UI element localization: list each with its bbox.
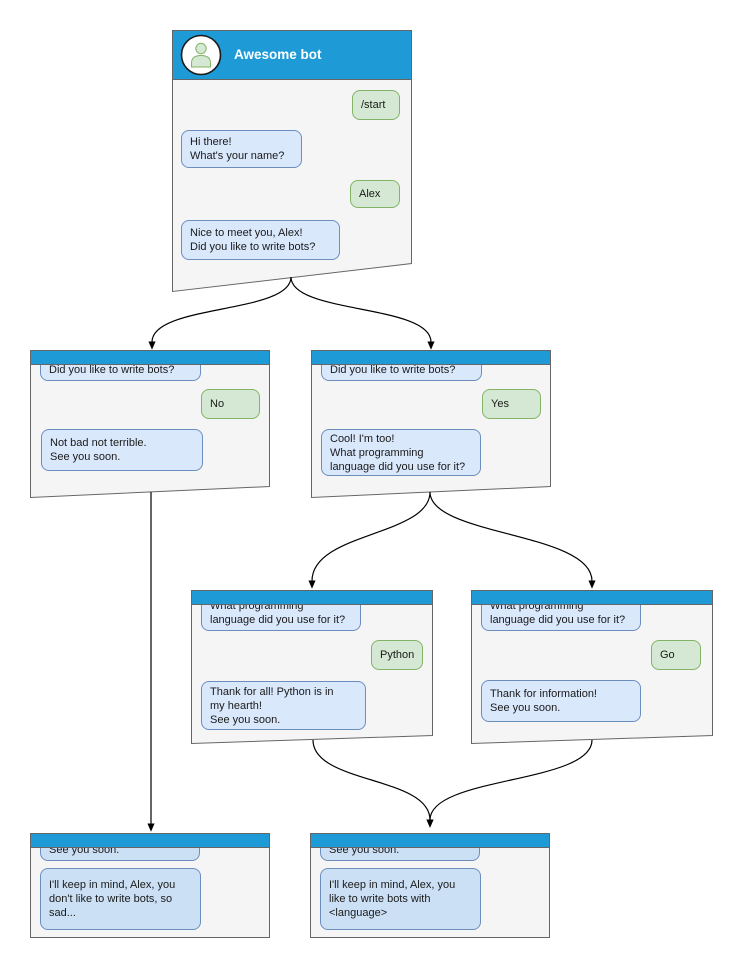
chat-window-go: What programming language did you use fo… bbox=[471, 590, 713, 743]
window-header bbox=[30, 350, 270, 365]
bot-message-bubble: Cool! I'm too! What programming language… bbox=[321, 429, 481, 476]
bot-title: Awesome bot bbox=[234, 47, 322, 62]
window-header: Awesome bot bbox=[172, 30, 412, 80]
window-header bbox=[311, 350, 551, 365]
user-message-bubble: No bbox=[201, 389, 260, 419]
bot-message-bubble: Thank for all! Python is in my hearth! S… bbox=[201, 681, 366, 730]
flow-arrow-python-to-final bbox=[312, 739, 434, 828]
window-header bbox=[471, 590, 713, 605]
window-header bbox=[30, 833, 270, 848]
bot-message-bubble: Thank for information! See you soon. bbox=[481, 680, 641, 722]
user-message-bubble: Alex bbox=[350, 180, 400, 208]
bot-message-bubble: Nice to meet you, Alex! Did you like to … bbox=[181, 220, 340, 260]
bot-message-bubble: I'll keep in mind, Alex, you don't like … bbox=[40, 868, 201, 930]
chat-window-final-no: See you soon. I'll keep in mind, Alex, y… bbox=[30, 833, 270, 938]
flow-arrow-yes-to-go bbox=[429, 491, 596, 589]
window-header bbox=[191, 590, 433, 605]
bot-avatar-icon bbox=[180, 34, 222, 75]
bot-message-bubble: I'll keep in mind, Alex, you like to wri… bbox=[320, 868, 481, 930]
user-message-bubble: Python bbox=[371, 640, 423, 670]
bot-message-bubble: Not bad not terrible. See you soon. bbox=[41, 429, 203, 471]
user-message-bubble: /start bbox=[352, 90, 400, 120]
chat-window-python: What programming language did you use fo… bbox=[191, 590, 433, 743]
chat-window-no: Did you like to write bots? No Not bad n… bbox=[30, 350, 270, 497]
flow-arrow-yes-to-python bbox=[308, 491, 431, 589]
chat-window-root: Awesome bot /start Hi there! What's your… bbox=[172, 30, 412, 291]
flow-arrow-go-to-final bbox=[426, 739, 593, 828]
user-message-bubble: Yes bbox=[482, 389, 541, 419]
user-message-bubble: Go bbox=[651, 640, 701, 670]
chat-window-final-yes: See you soon. I'll keep in mind, Alex, y… bbox=[310, 833, 550, 938]
bot-message-bubble: Hi there! What's your name? bbox=[181, 130, 302, 168]
chat-window-yes: Did you like to write bots? Yes Cool! I'… bbox=[311, 350, 551, 497]
window-header bbox=[310, 833, 550, 848]
flow-arrow-root-to-yes bbox=[290, 276, 435, 350]
